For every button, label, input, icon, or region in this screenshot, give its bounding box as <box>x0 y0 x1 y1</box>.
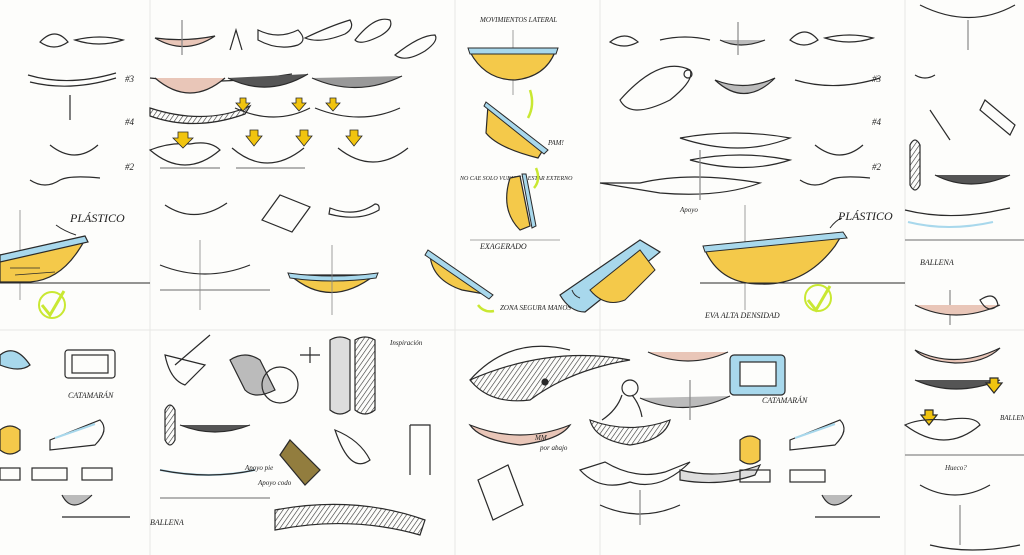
balena-label-1: BALLENA <box>920 258 954 267</box>
svg-text:#3: #3 <box>872 74 882 84</box>
plastic-hull-left: PLÁSTICO <box>0 211 150 319</box>
mm-label: MM <box>534 434 548 442</box>
bottom-col2-sketches: Inspiración BALLENA Apoyo pie Apoyo codo <box>150 334 431 536</box>
svg-text:#4: #4 <box>125 117 135 127</box>
svg-text:#2: #2 <box>125 162 135 172</box>
apoyo-codo-label: Apoyo codo <box>257 479 292 487</box>
column2-sketches-top <box>148 18 437 310</box>
column4-sketches-top: #3 Apoyo #4 #2 <box>599 22 882 310</box>
plastic-label-right: PLÁSTICO <box>837 209 893 223</box>
svg-text:Apoyo: Apoyo <box>679 206 698 214</box>
svg-text:#2: #2 <box>872 162 882 172</box>
catamaran-label-1: CATAMARÁN <box>68 390 114 400</box>
safe-zone-label: ZONA SEGURA MANOS <box>500 304 571 312</box>
center-hulls: ZONA SEGURA MANOS <box>424 239 662 313</box>
eva-label: EVA ALTA DENSIDAD <box>704 311 780 320</box>
column5-sketches-top: BALLENA <box>904 4 1024 325</box>
por-abajo-label: por abajo <box>539 444 568 452</box>
column3-sketches: MOVIMIENTOS LATERAL PAM! NO CAE SOLO VUE… <box>459 16 573 251</box>
svg-text:Inspiración: Inspiración <box>389 339 423 347</box>
hueco-label: Hueco? <box>944 464 967 472</box>
exaggerate-label: EXAGERADO <box>479 242 527 251</box>
svg-text:#4: #4 <box>872 117 882 127</box>
plastic-hull-right: PLÁSTICO EVA ALTA DENSIDAD <box>700 209 905 320</box>
bottom-col4-sketches: CATAMARÁN <box>578 351 880 525</box>
column2-arrows <box>172 97 363 149</box>
column2-hull-yellow <box>287 245 379 315</box>
balena-label-3: BALLENA <box>1000 414 1024 422</box>
balena-label-2: BALLENA <box>150 518 184 527</box>
plastic-label-left: PLÁSTICO <box>69 211 125 225</box>
bottom-center-sketches: MM por abajo <box>468 345 671 521</box>
bottom-right-sketches: Hueco? BALLENA <box>903 347 1024 551</box>
apoyo-pie-label: Apoyo pie <box>244 464 273 472</box>
catamaran-label-2: CATAMARÁN <box>762 395 808 405</box>
pam-label: PAM! <box>547 139 564 147</box>
svg-text:#3: #3 <box>125 74 135 84</box>
bottom-left-sketches: CATAMARÁN <box>0 349 130 518</box>
lateral-movement-label: MOVIMIENTOS LATERAL <box>479 16 557 24</box>
